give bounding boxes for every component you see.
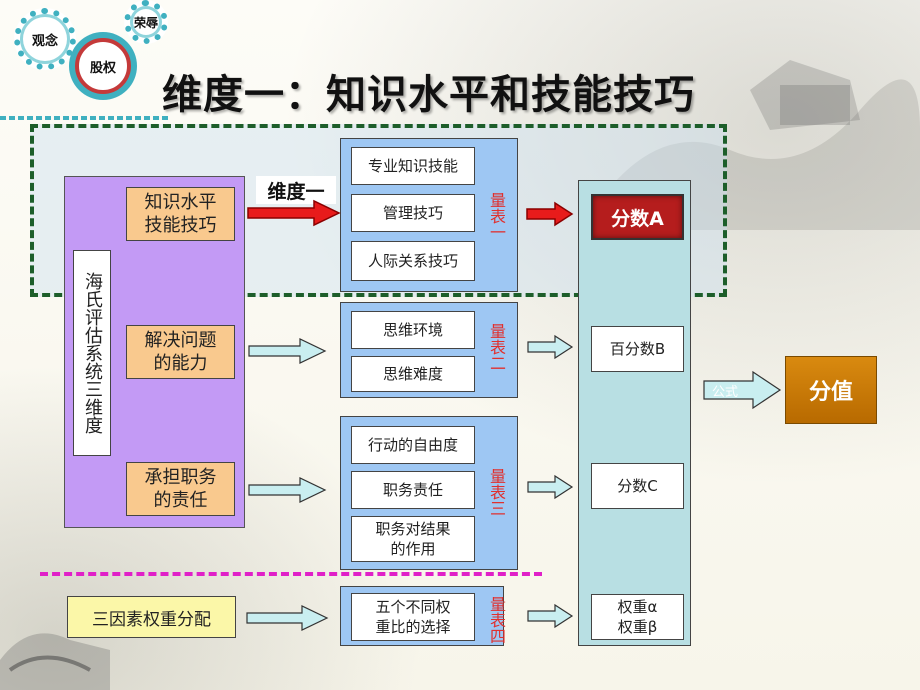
factor-problem-solving: 解决问题 的能力 [126, 325, 235, 379]
gear-rongru-label: 荣辱 [133, 15, 158, 30]
bridge-decoration [0, 633, 110, 690]
score-column [578, 180, 691, 646]
arrow-weight-to-scale4 [246, 605, 329, 631]
arrow-scale4-to-score [527, 603, 574, 629]
scale1-item-2-label: 管理技巧 [382, 204, 443, 222]
scale1-name: 量表一 [487, 192, 506, 240]
scale3-item-1-label: 行动的自由度 [367, 436, 458, 454]
scale1-item-2: 管理技巧 [351, 194, 475, 232]
score-weights-label: 权重α 权重β [617, 598, 658, 636]
red-arrow-factor-to-scale1 [247, 199, 341, 227]
dimension-label: 维度一 [256, 176, 336, 204]
arrow-factor3-to-scale3 [248, 477, 327, 503]
system-label: 海氏评估系统三维度 [73, 250, 111, 456]
gear-rongru: 荣辱 [124, 0, 168, 44]
scale2-item-2: 思维难度 [351, 356, 475, 392]
separator-line [40, 572, 542, 576]
score-b: 百分数B [591, 326, 684, 372]
arrow-scale3-to-score [527, 474, 574, 500]
score-weights: 权重α 权重β [591, 594, 684, 640]
result-box: 分值 [785, 356, 877, 424]
gear-guannian-label: 观念 [31, 33, 58, 49]
scale3-item-3-label: 职务对结果 的作用 [375, 520, 451, 558]
formula-arrow [703, 370, 782, 410]
arrow-factor2-to-scale2 [248, 338, 327, 364]
factor-knowledge: 知识水平 技能技巧 [126, 187, 235, 241]
scale1-item-3: 人际关系技巧 [351, 241, 475, 281]
scale3-name: 量表三 [487, 468, 506, 516]
score-a: 分数A [591, 194, 684, 240]
weight-factor-box: 三因素权重分配 [67, 596, 236, 638]
scale2-item-2-label: 思维难度 [382, 365, 443, 383]
scale3-item-2: 职务责任 [351, 471, 475, 509]
gear-guannian: 观念 [14, 8, 76, 70]
gear-guquan-label: 股权 [89, 60, 116, 76]
title-accent-line [0, 116, 170, 120]
scale3-item-3: 职务对结果 的作用 [351, 516, 475, 562]
scale1-item-1-label: 专业知识技能 [367, 157, 458, 175]
scale2-name: 量表二 [487, 323, 506, 371]
score-c: 分数C [591, 463, 684, 509]
scale4-name: 量表四 [487, 596, 506, 644]
factor-responsibility: 承担职务 的责任 [126, 462, 235, 516]
score-c-label: 分数C [617, 477, 658, 495]
gear-guquan: 股权 [75, 38, 131, 94]
factor-problem-solving-label: 解决问题 的能力 [144, 330, 217, 374]
scale2-item-1-label: 思维环境 [382, 321, 443, 339]
factor-responsibility-label: 承担职务 的责任 [144, 467, 217, 511]
scale3-item-2-label: 职务责任 [382, 481, 443, 499]
scale1-item-1: 专业知识技能 [351, 147, 475, 185]
scale3-item-1: 行动的自由度 [351, 426, 475, 464]
scale4-item-1-label: 五个不同权 重比的选择 [375, 598, 451, 636]
scale2-item-1: 思维环境 [351, 311, 475, 349]
red-arrow-scale1-to-score [526, 201, 574, 227]
arrow-scale2-to-score [527, 334, 574, 360]
weight-factor-label: 三因素权重分配 [92, 609, 211, 630]
scale4-item-1: 五个不同权 重比的选择 [351, 593, 475, 641]
scale1-item-3-label: 人际关系技巧 [367, 252, 458, 270]
score-b-label: 百分数B [609, 340, 666, 358]
formula-label: 公式 [712, 385, 739, 400]
factor-knowledge-label: 知识水平 技能技巧 [144, 192, 217, 236]
page-title: 维度一：知识水平和技能技巧 [162, 72, 695, 118]
